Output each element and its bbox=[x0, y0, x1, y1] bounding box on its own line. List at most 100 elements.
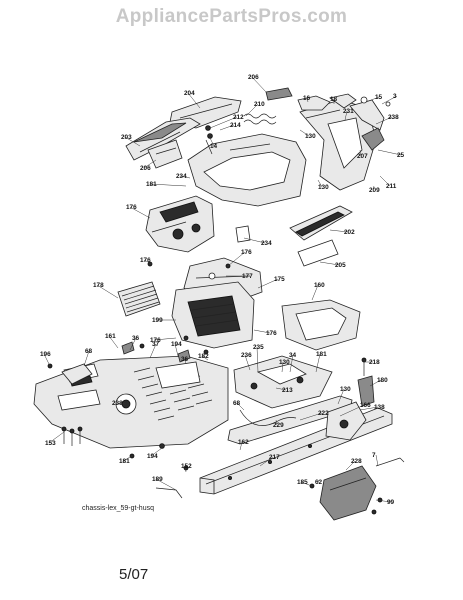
callout-leader bbox=[359, 406, 379, 411]
callout-label: 207 bbox=[357, 153, 368, 160]
callout-label: 68 bbox=[233, 400, 241, 407]
callout-leader bbox=[253, 329, 271, 334]
callout-leader bbox=[375, 116, 393, 125]
rod-99 bbox=[155, 487, 183, 499]
brackets-218 bbox=[357, 357, 375, 407]
callout-label: 176 bbox=[126, 204, 137, 211]
headlight-housing bbox=[297, 93, 357, 111]
vent-grille bbox=[117, 281, 161, 317]
callout-label: 99 bbox=[387, 499, 395, 506]
callout-label: 217 bbox=[269, 454, 280, 461]
callout-leader bbox=[129, 337, 137, 351]
cable-166 bbox=[239, 409, 297, 426]
callout-leader bbox=[275, 419, 278, 426]
callout-label: 166 bbox=[360, 402, 371, 409]
callout-label: 206 bbox=[140, 165, 151, 172]
callout-label: 181 bbox=[316, 351, 327, 358]
callout-label: 181 bbox=[119, 458, 130, 465]
callout-leader bbox=[359, 149, 362, 157]
callout-leader bbox=[227, 251, 246, 267]
callout-label: 231 bbox=[343, 108, 354, 115]
callout-label: 25 bbox=[397, 152, 405, 159]
callout-label: 209 bbox=[369, 187, 380, 194]
right-fender bbox=[299, 99, 377, 191]
dash-panel bbox=[125, 117, 201, 161]
callout-leader bbox=[236, 402, 245, 411]
callout-leader bbox=[187, 92, 201, 109]
callout-label: 130 bbox=[305, 133, 316, 140]
callout-leader bbox=[96, 284, 119, 299]
callout-leader bbox=[375, 454, 379, 467]
callout-label: 218 bbox=[369, 359, 380, 366]
washer-15 bbox=[360, 96, 391, 107]
callout-label: 194 bbox=[171, 341, 182, 348]
callout-label: 238 bbox=[388, 114, 399, 121]
diagram-caption: chassis-lex_59-gt-husq bbox=[82, 505, 154, 512]
callout-leader bbox=[299, 129, 310, 137]
callout-label: 211 bbox=[386, 183, 397, 190]
callout-leader bbox=[239, 441, 243, 451]
callout-leader bbox=[83, 350, 90, 367]
callout-leader bbox=[317, 479, 320, 483]
callout-label: 234 bbox=[261, 240, 272, 247]
callout-label: 181 bbox=[146, 181, 157, 188]
revision-date: 5/07 bbox=[119, 566, 149, 583]
axle-mount bbox=[325, 401, 367, 441]
callout-leader bbox=[209, 116, 238, 129]
callout-leader bbox=[129, 206, 151, 219]
callout-leader bbox=[201, 355, 209, 361]
callout-label: 235 bbox=[253, 344, 264, 351]
callout-leader bbox=[365, 96, 380, 103]
callout-leader bbox=[124, 136, 141, 147]
callout-label: 160 bbox=[314, 282, 325, 289]
callout-label: 182 bbox=[198, 353, 209, 360]
callout-leader bbox=[108, 335, 119, 349]
fender-trim bbox=[349, 99, 385, 151]
callout-label: 205 bbox=[335, 262, 346, 269]
callout-label: 16 bbox=[303, 95, 311, 102]
spring-210 bbox=[243, 113, 277, 125]
callout-leader bbox=[319, 261, 340, 266]
callout-label: 152 bbox=[181, 463, 192, 470]
callout-leader bbox=[300, 481, 313, 487]
callout-label: 178 bbox=[93, 282, 104, 289]
callout-leader bbox=[244, 354, 251, 371]
callout-leader bbox=[345, 460, 356, 471]
clip-36 bbox=[121, 341, 191, 363]
hood bbox=[187, 133, 307, 207]
dashboard-console bbox=[145, 195, 215, 253]
callout-leader bbox=[339, 404, 365, 417]
small-parts-196 bbox=[61, 363, 93, 385]
shaft-14 bbox=[205, 139, 213, 155]
callout-label: 234 bbox=[176, 173, 187, 180]
callout-label: 189 bbox=[152, 476, 163, 483]
callout-label: 15 bbox=[375, 94, 383, 101]
callout-label: 3 bbox=[393, 93, 397, 100]
callout-leader bbox=[372, 185, 375, 191]
callout-label: 222 bbox=[318, 410, 329, 417]
callout-label: 214 bbox=[230, 122, 241, 129]
callout-label: 7 bbox=[372, 452, 376, 459]
callout-leader bbox=[115, 402, 127, 405]
side-panel bbox=[289, 205, 353, 241]
callout-label: 204 bbox=[184, 90, 195, 97]
callout-label: 130 bbox=[318, 184, 329, 191]
callout-leader bbox=[209, 137, 215, 147]
callout-label: 180 bbox=[377, 377, 388, 384]
callout-label: 162 bbox=[238, 439, 249, 446]
callout-leader bbox=[256, 346, 259, 373]
callout-leader bbox=[149, 183, 187, 187]
callout-leader bbox=[149, 343, 157, 359]
callout-leader bbox=[48, 431, 65, 444]
callout-leader bbox=[143, 159, 157, 169]
callout-leader bbox=[153, 337, 177, 341]
callout-label: 176 bbox=[150, 337, 161, 344]
callout-label: 185 bbox=[297, 479, 308, 486]
callout-leader bbox=[281, 361, 284, 373]
callout-label: 213 bbox=[282, 387, 293, 394]
callout-label: 202 bbox=[344, 229, 355, 236]
callout-leader bbox=[306, 97, 309, 103]
callout-leader bbox=[184, 465, 187, 473]
